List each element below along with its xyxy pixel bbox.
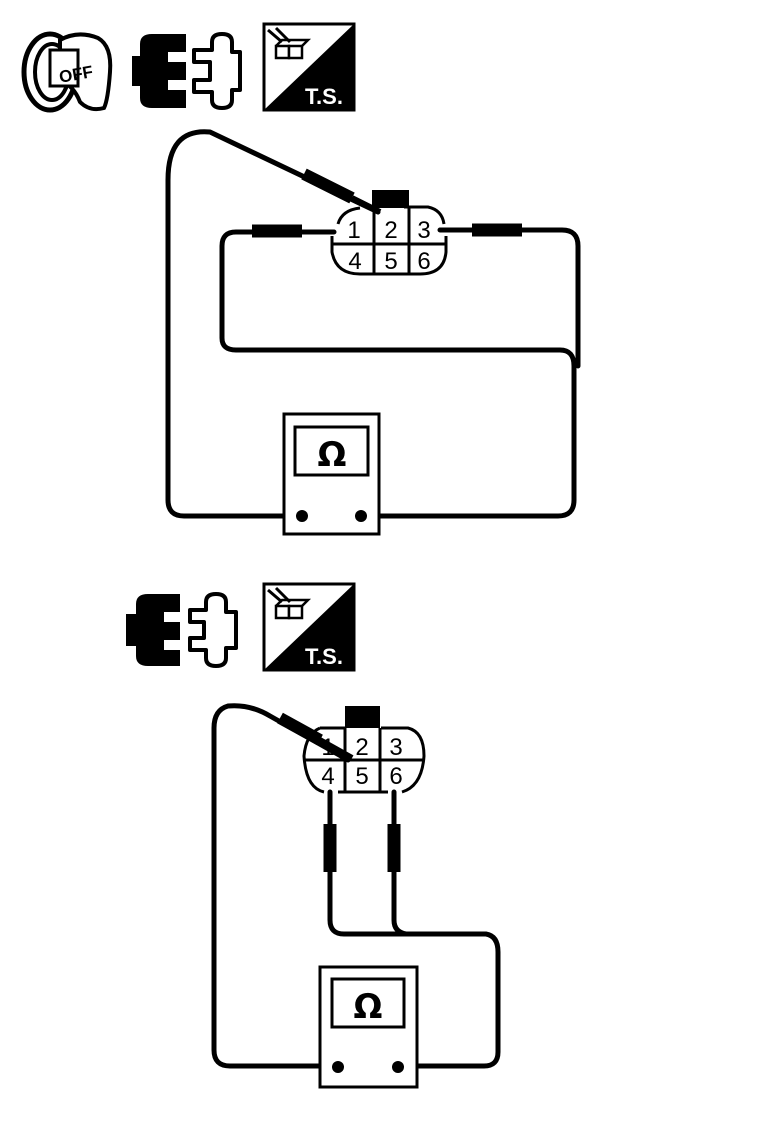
ohm-symbol: Ω: [354, 987, 383, 1027]
pin-label: 4: [348, 248, 361, 275]
lead-wire-pin4: [327, 789, 501, 1069]
pin-label: 2: [355, 734, 368, 761]
terminal-side-icon: T.S.: [262, 22, 356, 112]
lead-wire-pin1: [219, 229, 577, 519]
connector-6pin: 1 2 3 4 5 6: [330, 190, 448, 276]
probe-wire-pin2: [165, 129, 381, 519]
pin-label: 5: [384, 248, 397, 275]
probe-tip-pin2: [301, 168, 355, 204]
probe-wire-pin5: [211, 703, 351, 1069]
pin-label: 1: [347, 217, 360, 244]
pin-label: 6: [417, 248, 430, 275]
terminal-side-label: T.S.: [305, 84, 343, 109]
pin-label: 3: [417, 217, 430, 244]
pin-label: 2: [384, 217, 397, 244]
ohmmeter-icon: Ω: [318, 965, 419, 1089]
terminal-side-icon: T.S.: [262, 582, 356, 672]
connector-6pin: 1 2 3 4 5 6: [302, 706, 426, 794]
meter-terminal-left: [332, 1061, 344, 1073]
pin-label: 3: [389, 734, 402, 761]
step2-wiring: [211, 703, 501, 1069]
meter-terminal-left: [296, 510, 308, 522]
pin-label: 1: [321, 734, 334, 761]
connector-lock-tab: [345, 706, 380, 728]
meter-terminal-right: [355, 510, 367, 522]
pin-label: 5: [355, 763, 368, 790]
ohmmeter-icon: Ω: [282, 412, 381, 536]
step1-wiring: [165, 129, 581, 519]
ohm-symbol: Ω: [318, 435, 347, 475]
disconnect-connector-icon: [132, 32, 242, 110]
terminal-side-label: T.S.: [305, 644, 343, 669]
pin-label: 6: [389, 763, 402, 790]
disconnect-connector-icon: [126, 592, 238, 668]
meter-terminal-right: [392, 1061, 404, 1073]
lead-wire-pin6: [391, 789, 409, 937]
pin-label: 4: [321, 763, 334, 790]
probe-tip-pin5: [277, 712, 323, 746]
ignition-key-off-icon: OFF: [21, 31, 113, 113]
lead-wire-pin3: [437, 227, 581, 369]
connector-lock-tab: [372, 190, 409, 208]
